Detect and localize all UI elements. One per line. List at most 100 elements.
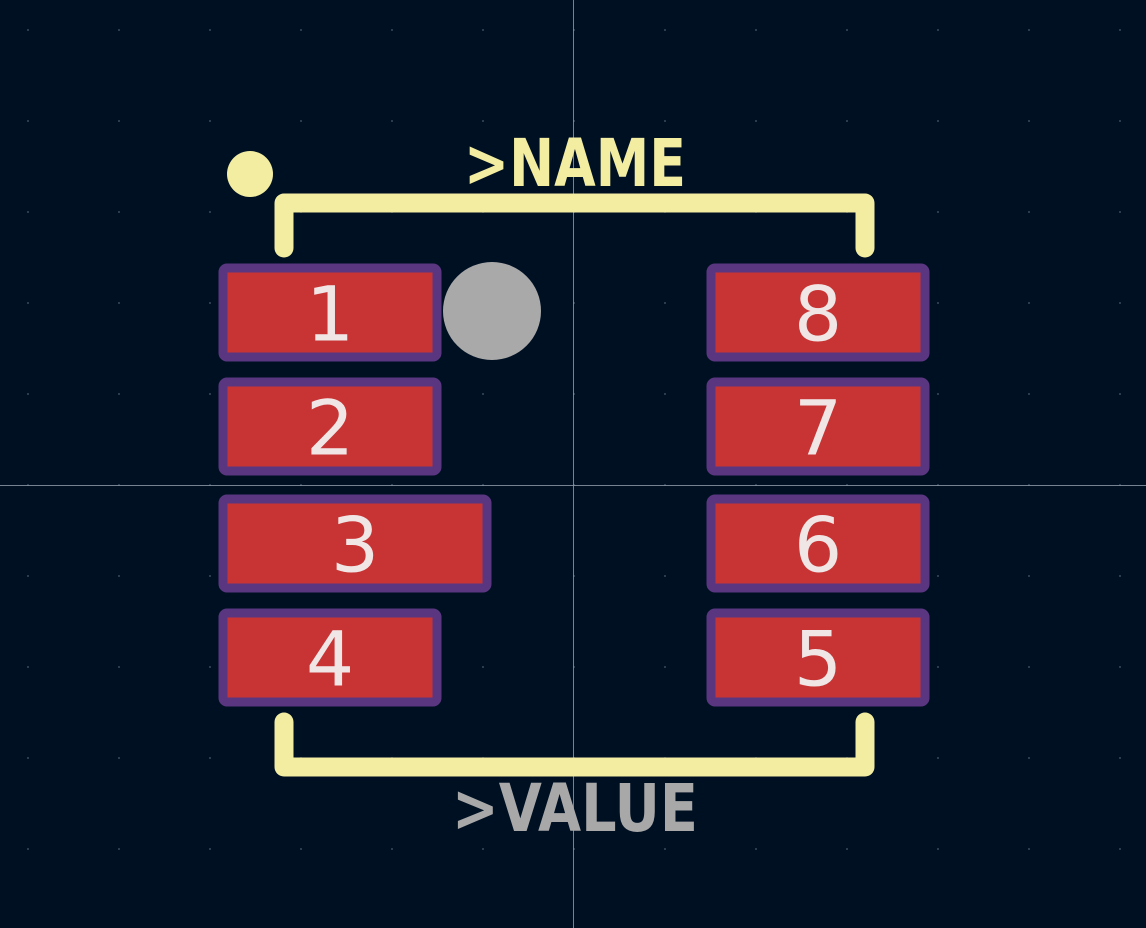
pad-number: 7 [794,384,842,473]
grid-dot [300,29,302,31]
pad-number: 2 [306,384,354,473]
grid-dot [209,29,211,31]
grid-dot [755,120,757,122]
pad-body[interactable] [218,377,442,476]
grid-dot [937,302,939,304]
pad-number: 1 [306,270,354,359]
grid-dot [664,29,666,31]
footprint-name-label[interactable]: >NAME [464,125,686,202]
pad-6[interactable]: 6 [706,494,930,593]
grid-dot [1119,575,1121,577]
grid-dot [846,29,848,31]
grid-dot [846,848,848,850]
pad-number: 5 [794,615,842,704]
grid-dot [1028,211,1030,213]
grid-dot [209,666,211,668]
grid-dot [27,666,29,668]
grid-dot [118,575,120,577]
grid-dot [391,120,393,122]
silkscreen-outline-bottom[interactable] [274,712,875,777]
grid-dot [391,29,393,31]
pad-number: 6 [794,501,842,590]
pad-body[interactable] [706,377,930,476]
grid-dot [391,848,393,850]
grid-dot [1028,848,1030,850]
grid-dot [118,211,120,213]
pad-body[interactable] [706,494,930,593]
pad-number: 3 [331,501,379,590]
grid-dot [300,848,302,850]
grid-dot [27,302,29,304]
pad-1[interactable]: 1 [218,263,442,362]
grid-dot [664,848,666,850]
grid-dot [937,575,939,577]
grid-dot [937,757,939,759]
grid-dot [664,120,666,122]
grid-dot [1119,393,1121,395]
silkscreen-outline-top[interactable] [274,193,875,258]
grid-dot [118,848,120,850]
grid-dot [118,393,120,395]
grid-dot [27,848,29,850]
pad-4[interactable]: 4 [218,608,442,707]
grid-dot [664,666,666,668]
grid-dot [1028,666,1030,668]
grid-dot [1028,29,1030,31]
grid-dot [937,211,939,213]
grid-dot [1028,757,1030,759]
grid-dot [27,757,29,759]
pad-body[interactable] [218,608,442,707]
pad-number: 4 [306,615,354,704]
grid-dot [482,848,484,850]
grid-dot [482,393,484,395]
grid-dot [1028,120,1030,122]
pad-number: 8 [794,270,842,359]
pad-2[interactable]: 2 [218,377,442,476]
pad-8[interactable]: 8 [706,263,930,362]
grid-dot [1119,29,1121,31]
grid-dot [1119,757,1121,759]
pad-7[interactable]: 7 [706,377,930,476]
pad-3[interactable]: 3 [218,494,492,593]
grid-dot [209,302,211,304]
grid-dot [846,120,848,122]
grid-dot [1119,848,1121,850]
grid-dot [482,29,484,31]
grid-dot [755,848,757,850]
footprint-value-label[interactable]: >VALUE [452,770,698,847]
pad-5[interactable]: 5 [706,608,930,707]
grid-dot [664,393,666,395]
grid-dot [27,211,29,213]
grid-dot [937,848,939,850]
grid-dot [118,757,120,759]
pad-body[interactable] [706,263,930,362]
pad-body[interactable] [706,608,930,707]
grid-dot [937,29,939,31]
grid-dot [482,120,484,122]
pad-body[interactable] [218,494,492,593]
grid-dot [118,302,120,304]
grid-dot [1119,302,1121,304]
grid-dot [937,120,939,122]
pad-group: 1 2 3 4 5 6 7 8 [218,263,930,707]
grid-dot [27,575,29,577]
grid-dot [27,29,29,31]
grid-dot [1119,120,1121,122]
grid-dot [1028,393,1030,395]
grid-dot [755,29,757,31]
grid-dot [118,120,120,122]
grid-dot [1119,211,1121,213]
grid-dot [937,666,939,668]
grid-dot [209,575,211,577]
grid-dot [1119,666,1121,668]
grid-dot [664,302,666,304]
grid-dot [209,393,211,395]
grid-dot [1028,302,1030,304]
grid-dot [209,211,211,213]
grid-dot [118,666,120,668]
pad-body[interactable] [218,263,442,362]
grid-dot [118,29,120,31]
pin1-dot-icon [227,151,273,197]
